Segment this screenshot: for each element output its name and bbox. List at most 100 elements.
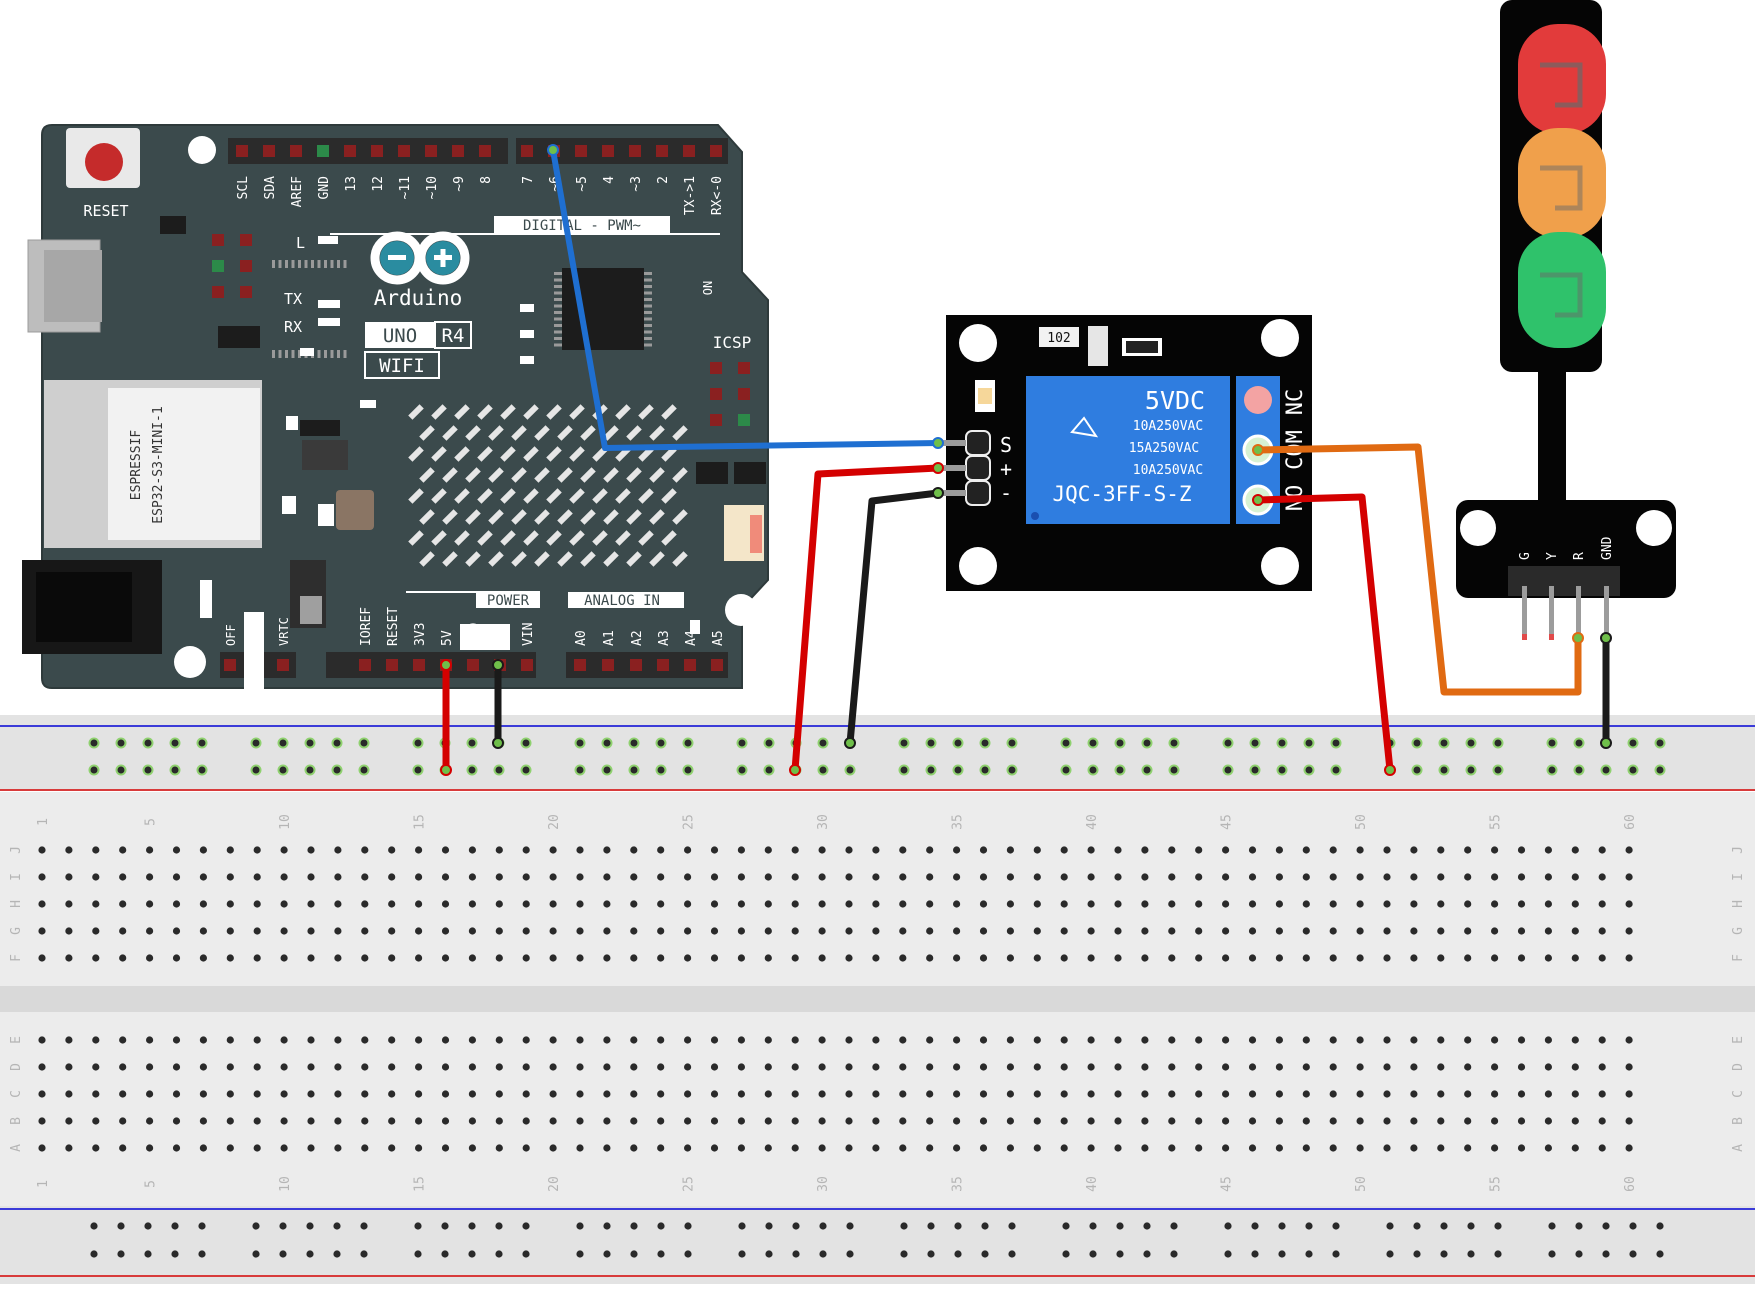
tx-label: TX — [284, 290, 302, 308]
wire-endpoint — [1384, 764, 1396, 776]
wire-endpoint — [932, 437, 944, 449]
pin-label: Y — [1545, 552, 1560, 560]
header-pin — [575, 145, 587, 157]
column-number: 10 — [278, 814, 293, 830]
power-header-label: POWER — [487, 593, 530, 609]
led-lead — [1540, 272, 1583, 318]
regulator-tab — [300, 596, 322, 624]
digital-header-label: DIGITAL - PWM~ — [523, 218, 641, 234]
pin-label: SCL — [236, 176, 251, 200]
row-letter: D — [9, 1063, 24, 1071]
crystal — [336, 490, 374, 530]
pin-label: 7 — [521, 176, 536, 184]
mounting-hole — [1636, 510, 1672, 546]
smd-part — [520, 330, 534, 338]
column-number: 60 — [1623, 1176, 1638, 1192]
revision-label: R4 — [442, 325, 465, 347]
pin-label-s: S — [1000, 433, 1012, 457]
header-strip-analog — [566, 652, 728, 678]
relay-body — [1026, 376, 1230, 524]
header-pin — [344, 145, 356, 157]
pin-tip — [1549, 634, 1554, 640]
mounting-hole — [725, 594, 757, 626]
pin-label: 5V — [440, 630, 455, 646]
module-label-1: ESPRESSIF — [129, 430, 144, 501]
wire-endpoint — [1600, 737, 1612, 749]
pin-label: AREF — [290, 176, 305, 207]
column-number: 40 — [1085, 814, 1100, 830]
power-rail-bottom — [0, 1206, 1755, 1284]
header-pin — [602, 145, 614, 157]
header-pin — [224, 659, 236, 671]
row-letter: J — [9, 846, 24, 854]
wire-endpoint — [1600, 632, 1612, 644]
wire-endpoint — [1252, 444, 1264, 456]
mounting-hole — [1261, 547, 1299, 585]
column-number: 50 — [1354, 814, 1369, 830]
reset-label: RESET — [83, 202, 128, 220]
indicator-led-lens — [978, 388, 992, 404]
row-letter: B — [9, 1117, 24, 1125]
status-led — [240, 260, 252, 272]
relay-input-header — [940, 430, 991, 506]
mounting-hole — [1460, 510, 1496, 546]
header-pin — [602, 659, 614, 671]
resistor — [1039, 327, 1079, 347]
relay-rating-2: 15A250VAC — [1129, 441, 1199, 456]
row-letter: G — [9, 927, 24, 935]
center-channel — [0, 986, 1755, 1012]
pin-label: ~11 — [398, 176, 413, 199]
mounting-hole — [959, 324, 997, 362]
header-pin — [684, 659, 696, 671]
smd-part — [160, 216, 186, 234]
minus-icon — [388, 255, 406, 260]
pin1-dot — [1031, 512, 1039, 520]
smd-part — [286, 416, 298, 430]
smd-part — [734, 462, 766, 484]
digital-header-box — [494, 216, 670, 234]
row-letter: F — [9, 954, 24, 962]
column-number: 45 — [1220, 814, 1235, 830]
header-pin — [710, 145, 722, 157]
row-letter: H — [9, 900, 24, 908]
wire-endpoint — [1252, 494, 1264, 506]
header-pin — [371, 145, 383, 157]
smd-part — [218, 326, 260, 348]
reset-button[interactable] — [85, 143, 123, 181]
wire-endpoint — [492, 659, 504, 671]
row-letter: F — [1731, 954, 1746, 962]
model-label: UNO — [383, 325, 417, 347]
pin-label: A2 — [630, 630, 645, 646]
smd-part — [300, 348, 314, 356]
header-pin — [711, 659, 723, 671]
pin-label: OFF — [224, 624, 238, 646]
pin-label: SDA — [263, 176, 278, 200]
smd-part — [318, 300, 340, 308]
smd-part — [520, 304, 534, 312]
wire-relay-minus-to-rail — [846, 489, 942, 747]
header-pin — [386, 659, 398, 671]
pin-label: A0 — [574, 630, 589, 646]
row-letter: B — [1731, 1117, 1746, 1125]
header-pin — [236, 145, 248, 157]
status-led — [212, 234, 224, 246]
terminal-strip-bottom — [0, 1012, 1755, 1206]
pin-label: 13 — [344, 176, 359, 192]
variant-box — [364, 351, 440, 379]
wire-endpoint — [440, 764, 452, 776]
red-led — [1518, 24, 1606, 134]
column-number: 60 — [1623, 814, 1638, 830]
barrel-jack-inner — [36, 572, 132, 642]
header-pin — [1604, 586, 1609, 638]
yellow-led — [1518, 128, 1606, 238]
gnd-box — [460, 624, 510, 650]
pin-label: ~5 — [575, 176, 590, 192]
header-pin — [413, 659, 425, 671]
pin-label: GND — [1600, 536, 1615, 560]
wire-endpoint — [844, 737, 856, 749]
smd-part — [690, 620, 700, 634]
